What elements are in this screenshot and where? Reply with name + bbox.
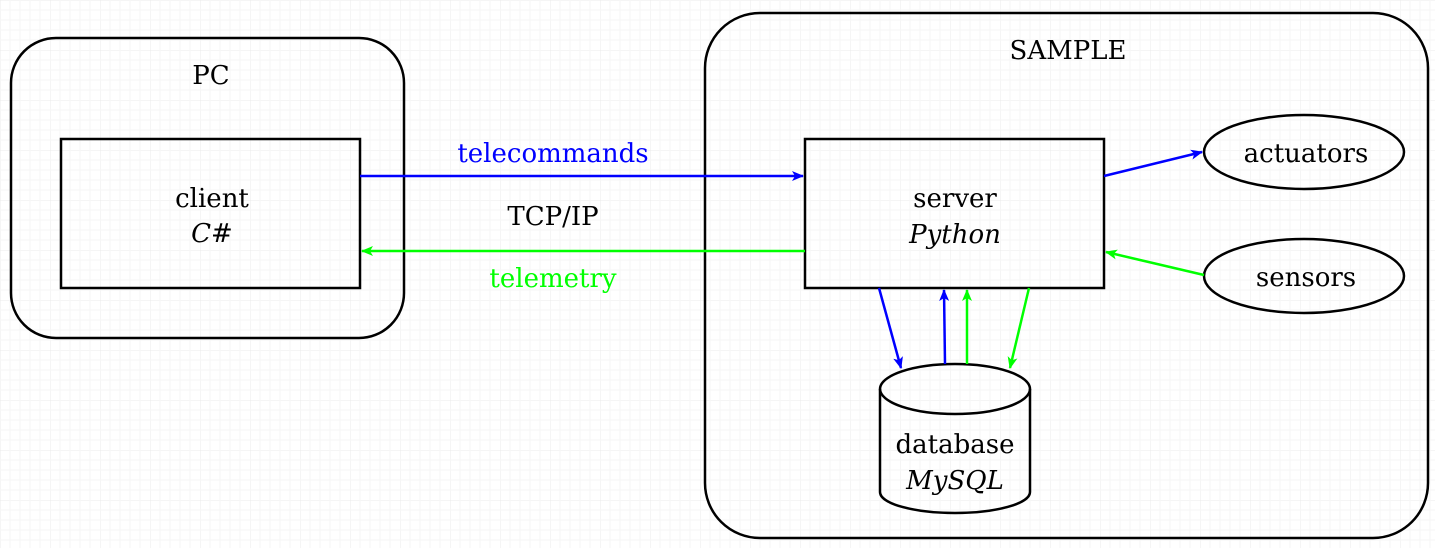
server-node-tech: Python xyxy=(908,220,1001,250)
actuators-node-name: actuators xyxy=(1244,139,1369,169)
edge-sensors-server xyxy=(1105,249,1205,277)
sensors-node-name: sensors xyxy=(1256,263,1356,293)
actuators-node[interactable] xyxy=(1202,113,1406,191)
database-node[interactable] xyxy=(878,362,1032,515)
cluster-pc-title: PC xyxy=(192,61,229,91)
database-node-name: database xyxy=(896,430,1015,460)
cluster-sample xyxy=(703,11,1430,540)
edge-server-database-blue xyxy=(877,287,903,369)
client-node-name: client xyxy=(175,184,249,214)
cluster-pc xyxy=(9,36,406,340)
client-node[interactable] xyxy=(59,137,362,290)
edge-server-actuators xyxy=(1103,149,1203,178)
server-node[interactable] xyxy=(803,137,1106,290)
edge-tcp-label: TCP/IP xyxy=(507,202,598,232)
edge-telecommands-label: telecommands xyxy=(457,139,648,169)
client-node-tech: C# xyxy=(191,219,233,249)
edge-telemetry-label: telemetry xyxy=(489,264,616,294)
cluster-sample-title: SAMPLE xyxy=(1010,36,1127,66)
server-node-name: server xyxy=(913,184,997,214)
edge-database-server-blue xyxy=(939,289,950,365)
database-node-tech: MySQL xyxy=(905,466,1004,496)
edge-server-database-green xyxy=(1007,287,1031,369)
sensors-node[interactable] xyxy=(1202,237,1406,315)
